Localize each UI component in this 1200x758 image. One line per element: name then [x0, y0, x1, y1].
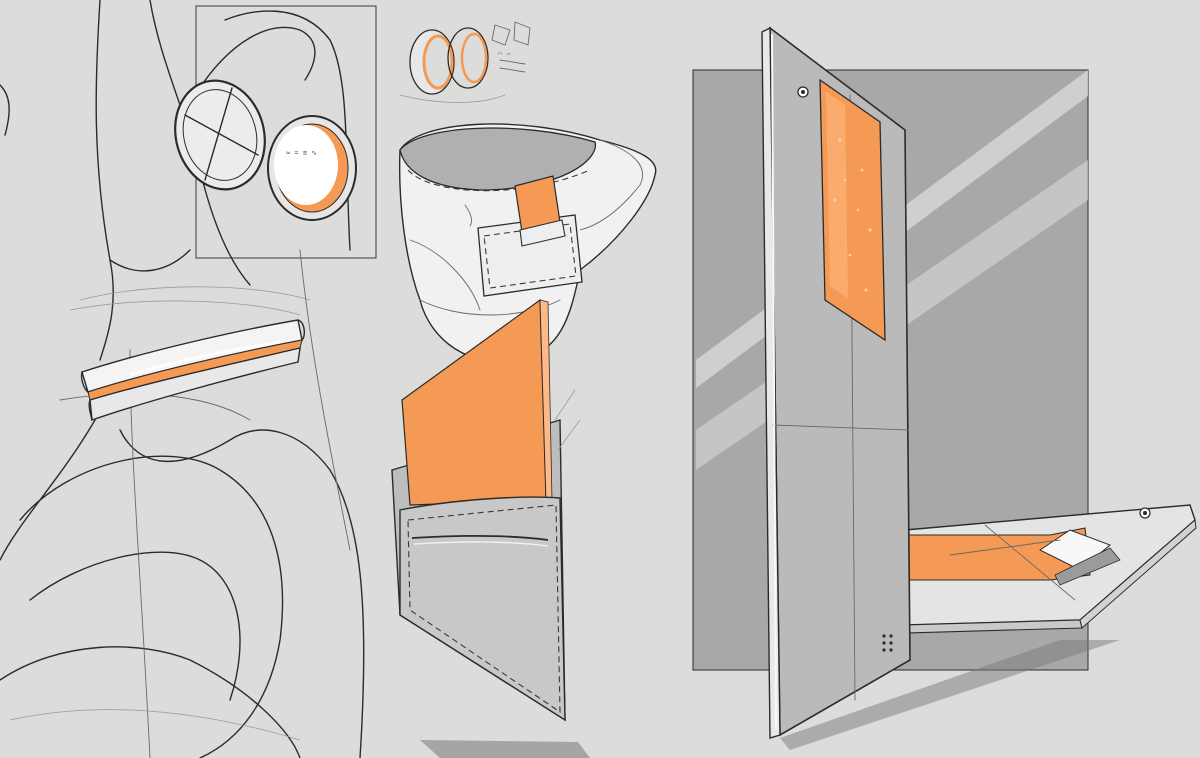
- hand-bracelet-sketch: ≈ = ≡ ∿: [0, 0, 377, 758]
- ring-sketches: ⌒ ∽: [399, 21, 531, 103]
- speaker-dots: [882, 634, 893, 652]
- card-sleeve-sketch: [391, 298, 590, 758]
- upright-tablet: [761, 26, 911, 739]
- watch-face-scribble: ≈ = ≡ ∿: [286, 149, 317, 157]
- ring-sketch-scribble: ⌒ ∽: [498, 50, 511, 58]
- bracelet: [80, 319, 306, 421]
- fanny-pack-sketch: [398, 123, 657, 363]
- watch-face-closed: [174, 79, 266, 191]
- tablet-sketch: [692, 26, 1197, 750]
- watch-face-open: ≈ = ≡ ∿: [267, 115, 357, 221]
- flat-device: [904, 504, 1197, 634]
- texture-dots: [833, 138, 872, 292]
